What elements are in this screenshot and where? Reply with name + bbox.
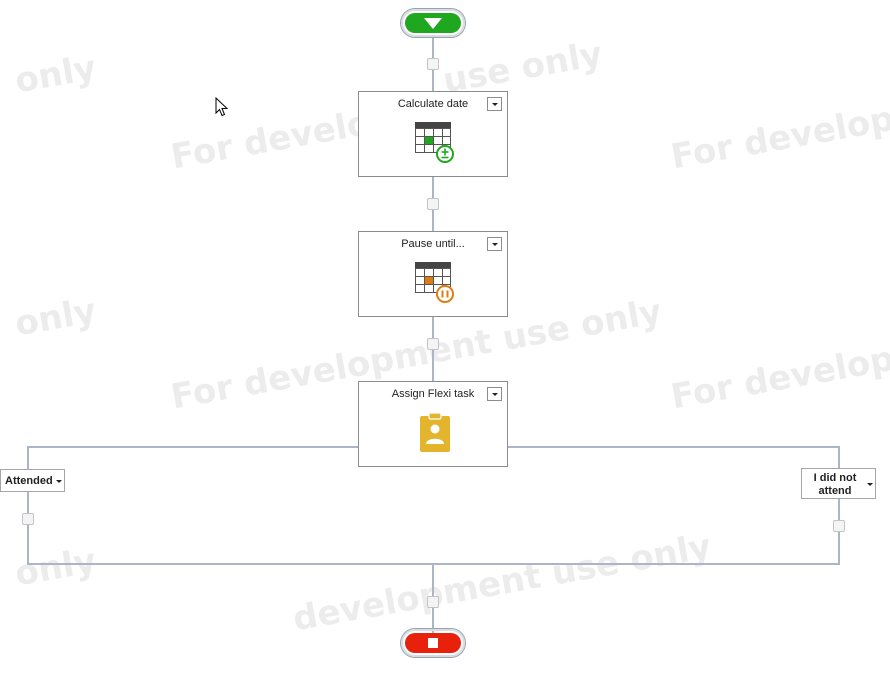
watermark-text: only <box>12 47 100 102</box>
action-menu-dropdown[interactable] <box>487 237 502 251</box>
drop-connector[interactable] <box>427 338 439 350</box>
end-node-fill <box>405 633 461 653</box>
action-pause-until[interactable]: Pause until... <box>358 231 508 317</box>
branch-line-right <box>507 446 839 448</box>
action-menu-dropdown[interactable] <box>487 97 502 111</box>
chevron-down-icon <box>867 483 873 486</box>
start-node-fill <box>405 13 461 33</box>
drop-connector[interactable] <box>427 198 439 210</box>
branch-line-left <box>27 446 359 448</box>
drop-connector[interactable] <box>22 513 34 525</box>
branch-label-attended[interactable]: Attended <box>0 469 65 492</box>
calendar-calculate-icon <box>415 122 454 163</box>
action-title: Pause until... <box>401 238 465 250</box>
drop-connector[interactable] <box>833 520 845 532</box>
clipboard-user-icon <box>420 413 450 452</box>
action-assign-flexi-task[interactable]: Assign Flexi task <box>358 381 508 467</box>
calendar-pause-icon <box>415 262 454 303</box>
action-title: Calculate date <box>397 98 469 110</box>
watermark-text: only <box>12 540 100 595</box>
chevron-down-icon <box>492 103 498 106</box>
branch-label-text: attend <box>818 485 852 497</box>
action-title: Assign Flexi task <box>391 388 475 400</box>
stop-square-icon <box>428 638 438 648</box>
start-node[interactable] <box>401 9 465 37</box>
action-menu-dropdown[interactable] <box>487 387 502 401</box>
mouse-cursor-icon <box>215 97 229 117</box>
drop-connector[interactable] <box>427 596 439 608</box>
drop-connector[interactable] <box>427 58 439 70</box>
play-triangle-icon <box>424 18 442 29</box>
watermark-text: For developm <box>668 92 890 178</box>
chevron-down-icon <box>492 243 498 246</box>
chevron-down-icon <box>56 480 62 483</box>
watermark-text: only <box>12 290 100 345</box>
end-node[interactable] <box>401 629 465 657</box>
branch-label-did-not-attend[interactable]: I did not attend <box>801 468 876 499</box>
watermark-text: development use only <box>290 526 714 640</box>
watermark-text: For developm <box>668 332 890 418</box>
branch-line-left-vertical <box>27 446 29 565</box>
branch-label-text: Attended <box>5 475 53 487</box>
branch-line-right-vertical <box>838 446 840 565</box>
branch-label-text: I did not <box>813 472 857 484</box>
chevron-down-icon <box>492 393 498 396</box>
action-calculate-date[interactable]: Calculate date <box>358 91 508 177</box>
